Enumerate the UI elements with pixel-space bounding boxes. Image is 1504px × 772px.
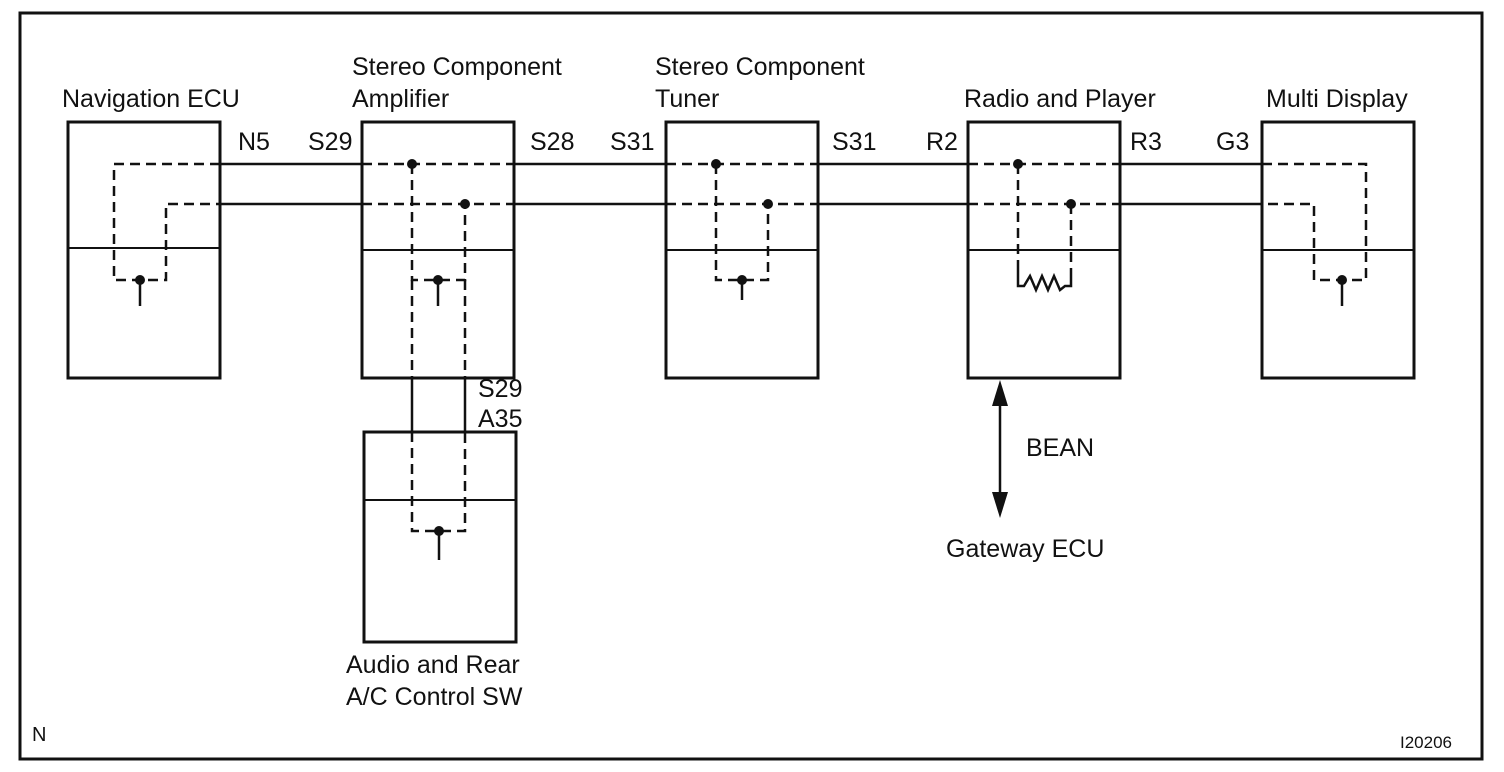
label-tuner-line1: Stereo Component xyxy=(655,53,865,81)
navigation-internal xyxy=(112,162,220,306)
label-gateway-ecu: Gateway ECU xyxy=(946,535,1104,563)
label-audio-sw-line2: A/C Control SW xyxy=(346,683,523,711)
corner-letter: N xyxy=(32,724,46,746)
audio-sw-internal xyxy=(410,432,467,560)
connector-s31-left: S31 xyxy=(610,128,654,156)
diagram-frame xyxy=(18,11,1484,761)
tuner-internal xyxy=(666,159,818,300)
audio-sw-box xyxy=(362,430,518,644)
label-navigation-ecu: Navigation ECU xyxy=(62,85,240,113)
connector-r2: R2 xyxy=(926,128,958,156)
radio-player-internal xyxy=(968,159,1120,294)
tuner-box xyxy=(664,120,820,380)
navigation-ecu-box xyxy=(66,120,222,380)
amplifier-internal xyxy=(362,159,514,378)
multi-display-box xyxy=(1260,120,1416,380)
figure-code: I20206 xyxy=(1400,733,1452,752)
label-amplifier-line2: Amplifier xyxy=(352,85,449,113)
connector-s29-left: S29 xyxy=(308,128,352,156)
label-amplifier-line1: Stereo Component xyxy=(352,53,562,81)
multi-display-internal xyxy=(1262,162,1368,306)
connector-n5: N5 xyxy=(238,128,270,156)
label-radio-player: Radio and Player xyxy=(964,85,1156,113)
connector-g3: G3 xyxy=(1216,128,1249,156)
connector-r3: R3 xyxy=(1130,128,1162,156)
connector-a35: A35 xyxy=(478,405,522,433)
label-audio-sw-line1: Audio and Rear xyxy=(346,651,520,679)
connector-s31-right: S31 xyxy=(832,128,876,156)
connector-s28: S28 xyxy=(530,128,574,156)
label-bean: BEAN xyxy=(1026,434,1094,462)
connector-s29-bottom: S29 xyxy=(478,375,522,403)
bean-arrow xyxy=(992,380,1008,518)
resistor-symbol xyxy=(1016,270,1073,294)
label-tuner-line2: Tuner xyxy=(655,85,719,113)
radio-player-box xyxy=(966,120,1122,380)
amplifier-box xyxy=(360,120,516,380)
bus-wires xyxy=(220,162,1262,432)
label-multi-display: Multi Display xyxy=(1266,85,1408,113)
